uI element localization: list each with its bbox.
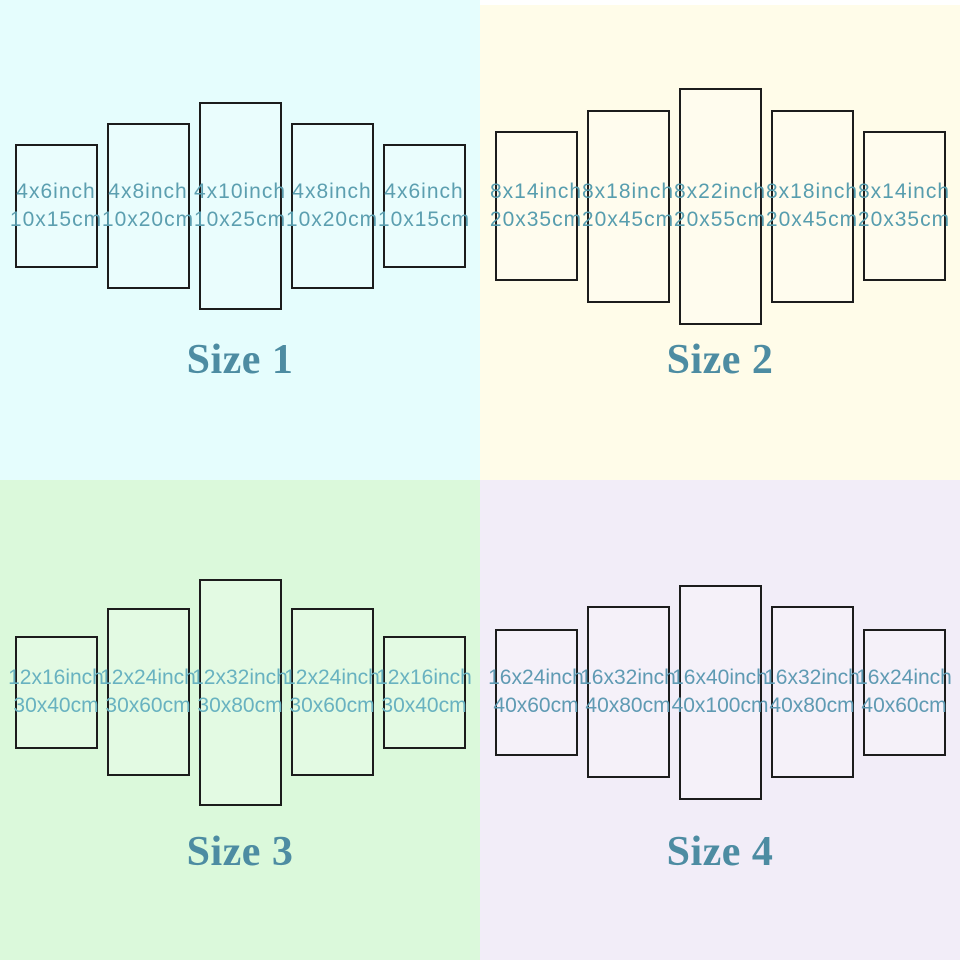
- canvas-panel-4: 16x32inch 40x80cm: [764, 606, 860, 778]
- panel-size-inch: 8x22inch: [673, 180, 767, 203]
- panel-size-inch: 12x16inch: [376, 666, 472, 689]
- panel-size-cm: 30x40cm: [381, 694, 467, 717]
- quadrant-size-2: 8x14inch 20x35cm 8x18inch 20x45cm 8x22in…: [480, 0, 960, 480]
- panel-size-inch: 12x32inch: [192, 666, 288, 689]
- panels-row: 12x16inch 30x40cm 12x24inch 30x60cm 12x3…: [0, 480, 480, 904]
- panel-size-cm: 20x55cm: [673, 208, 767, 231]
- canvas-panel-4: 4x8inch 10x20cm: [286, 123, 377, 289]
- panel-size-inch: 4x6inch: [384, 180, 464, 203]
- canvas-panel-3: 12x32inch 30x80cm: [192, 578, 288, 806]
- canvas-panel-5: 12x16inch 30x40cm: [376, 635, 472, 749]
- panel-size-inch: 8x18inch: [581, 180, 675, 203]
- panel-size-cm: 30x60cm: [289, 694, 375, 717]
- panel-size-inch: 12x16inch: [8, 666, 104, 689]
- panel-size-inch: 12x24inch: [284, 666, 380, 689]
- quadrant-size-1: 4x6inch 10x15cm 4x8inch 10x20cm 4x10inch…: [0, 0, 480, 480]
- canvas-panel-1: 12x16inch 30x40cm: [8, 635, 104, 749]
- panel-size-inch: 12x24inch: [100, 666, 196, 689]
- panel-size-cm: 30x80cm: [197, 694, 283, 717]
- canvas-panel-5: 16x24inch 40x60cm: [856, 628, 952, 756]
- canvas-panel-1: 4x6inch 10x15cm: [10, 144, 101, 268]
- canvas-panel-5: 4x6inch 10x15cm: [378, 144, 469, 268]
- canvas-panel-2: 16x32inch 40x80cm: [580, 606, 676, 778]
- canvas-panel-2: 8x18inch 20x45cm: [582, 109, 673, 303]
- canvas-panel-4: 8x18inch 20x45cm: [766, 109, 857, 303]
- panel-size-cm: 20x35cm: [489, 208, 583, 231]
- panel-size-inch: 8x14inch: [489, 180, 583, 203]
- panel-size-cm: 30x40cm: [13, 694, 99, 717]
- canvas-panel-4: 12x24inch 30x60cm: [284, 608, 380, 776]
- panels-row: 16x24inch 40x60cm 16x32inch 40x80cm 16x4…: [480, 480, 960, 904]
- canvas-panel-3: 16x40inch 40x100cm: [672, 584, 768, 800]
- panel-size-cm: 40x60cm: [493, 694, 579, 717]
- panel-size-inch: 4x6inch: [16, 180, 96, 203]
- canvas-panel-1: 16x24inch 40x60cm: [488, 628, 584, 756]
- panel-size-cm: 40x80cm: [585, 694, 671, 717]
- panel-size-cm: 20x35cm: [857, 208, 951, 231]
- panels-row: 4x6inch 10x15cm 4x8inch 10x20cm 4x10inch…: [0, 0, 480, 412]
- panel-size-cm: 10x15cm: [377, 208, 471, 231]
- canvas-panel-5: 8x14inch 20x35cm: [858, 131, 949, 281]
- panel-size-cm: 20x45cm: [581, 208, 675, 231]
- canvas-panel-1: 8x14inch 20x35cm: [490, 131, 581, 281]
- panel-size-inch: 8x18inch: [765, 180, 859, 203]
- panel-size-inch: 4x10inch: [193, 180, 287, 203]
- quadrant-size-4: 16x24inch 40x60cm 16x32inch 40x80cm 16x4…: [480, 480, 960, 960]
- panel-size-cm: 10x20cm: [101, 208, 195, 231]
- panel-size-inch: 16x32inch: [764, 666, 860, 689]
- panel-size-cm: 20x45cm: [765, 208, 859, 231]
- panel-size-inch: 4x8inch: [292, 180, 372, 203]
- panel-size-cm: 10x15cm: [9, 208, 103, 231]
- panel-size-inch: 16x40inch: [672, 666, 768, 689]
- panel-size-cm: 40x100cm: [671, 694, 769, 717]
- size-group-title: Size 4: [666, 829, 774, 875]
- size-group-title: Size 3: [186, 829, 294, 875]
- panel-size-inch: 16x24inch: [488, 666, 584, 689]
- panel-size-cm: 10x20cm: [285, 208, 379, 231]
- panel-size-cm: 30x60cm: [105, 694, 191, 717]
- size-group-title: Size 1: [186, 337, 294, 383]
- panel-size-inch: 4x8inch: [108, 180, 188, 203]
- top-white-strip: [480, 0, 960, 5]
- canvas-panel-2: 4x8inch 10x20cm: [102, 123, 193, 289]
- panel-size-inch: 16x24inch: [856, 666, 952, 689]
- canvas-panel-3: 8x22inch 20x55cm: [674, 87, 765, 325]
- quadrant-size-3: 12x16inch 30x40cm 12x24inch 30x60cm 12x3…: [0, 480, 480, 960]
- panel-size-cm: 10x25cm: [193, 208, 287, 231]
- panel-size-inch: 8x14inch: [857, 180, 951, 203]
- canvas-panel-3: 4x10inch 10x25cm: [194, 102, 285, 310]
- canvas-panel-2: 12x24inch 30x60cm: [100, 608, 196, 776]
- size-group-title: Size 2: [666, 337, 774, 383]
- panel-size-inch: 16x32inch: [580, 666, 676, 689]
- panel-size-cm: 40x80cm: [769, 694, 855, 717]
- panels-row: 8x14inch 20x35cm 8x18inch 20x45cm 8x22in…: [480, 0, 960, 412]
- panel-size-cm: 40x60cm: [861, 694, 947, 717]
